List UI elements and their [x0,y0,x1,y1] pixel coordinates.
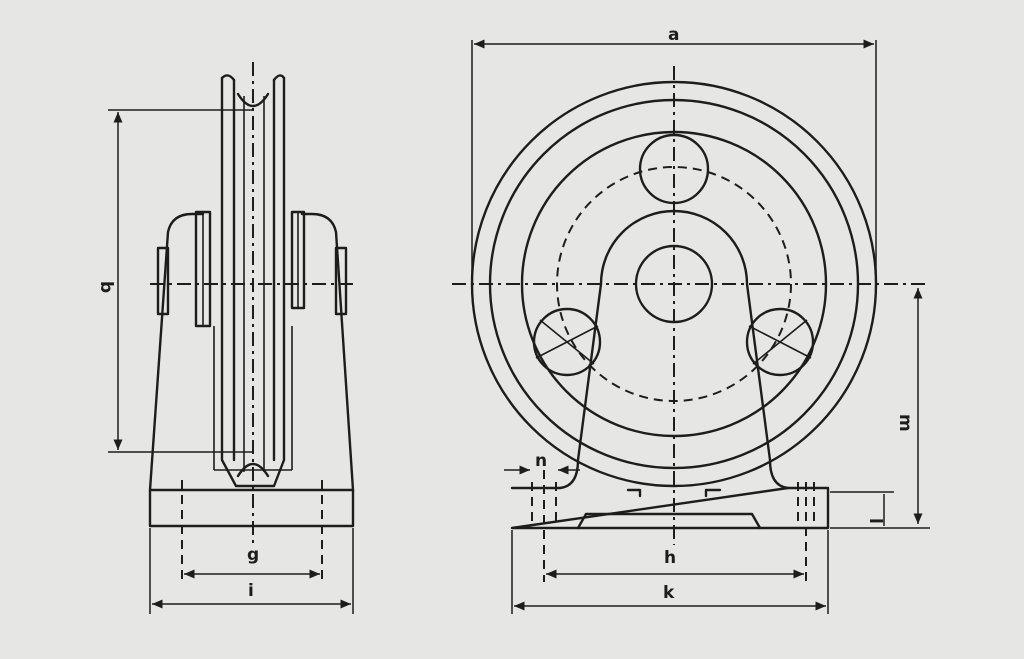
side-housing-right [300,212,355,492]
side-housing-left [148,212,205,492]
side-groove-bottom [236,462,270,478]
dimension-b-label: b [96,281,116,293]
dimension-n-label: n [535,451,547,471]
front-view: a m l n h k [452,25,930,614]
side-view: b g i [96,62,356,614]
dimension-l-label: l [865,518,885,524]
dimension-i-label: i [248,581,254,601]
base-web [626,488,722,498]
dimension-h-label: h [664,548,676,568]
dimension-m-label: m [895,414,915,432]
base-relief [576,512,762,530]
side-hub-right [334,246,348,316]
side-hub-left [156,246,170,316]
dimension-a-label: a [668,25,679,45]
side-wheel-rim [220,76,286,488]
side-rim-top [220,74,286,82]
roller-right [745,307,815,377]
front-base-plate [510,486,830,530]
dimension-k-label: k [663,583,675,603]
dimension-g-label: g [247,545,259,565]
side-wheel-flanges [232,78,276,462]
side-base-plate [148,488,355,528]
roller-left [532,307,602,377]
side-groove-top [236,92,270,108]
